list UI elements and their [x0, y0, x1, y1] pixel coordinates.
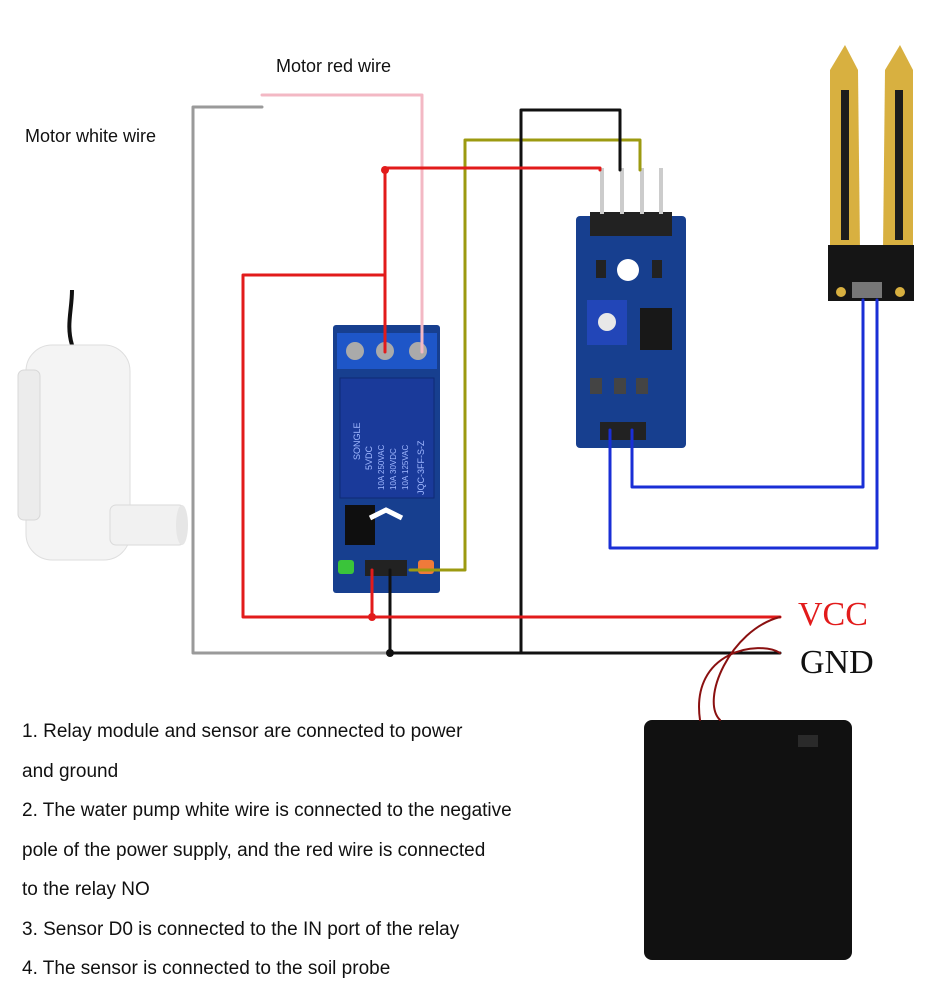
relay-voltage-text: 5VDC — [364, 445, 374, 470]
pink-wire — [260, 93, 424, 354]
black-wire-sensor — [519, 108, 622, 655]
junction-gnd — [386, 649, 394, 657]
note-line: 1. Relay module and sensor are connected… — [22, 721, 463, 742]
blue-wire-2 — [630, 298, 865, 489]
junction-red — [381, 166, 389, 174]
note-line: and ground — [22, 760, 119, 782]
gnd-label: GND — [800, 644, 874, 681]
relay-spec2-text: 10A 30VDC — [389, 448, 398, 490]
junction-vcc — [368, 613, 376, 621]
soil-probe — [828, 45, 914, 301]
black-wire-gnd — [388, 568, 782, 655]
motor-white-wire-label: Motor white wire — [25, 126, 157, 146]
instruction-notes: 1. Relay module and sensor are connected… — [22, 712, 622, 989]
red-wire-sensor — [383, 166, 602, 354]
relay-module — [333, 325, 440, 593]
relay-spec1-text: 10A 250VAC — [377, 445, 386, 490]
battery-box — [644, 720, 852, 960]
note-line: 2. The water pump white wire is connecte… — [22, 800, 512, 821]
note-line: to the relay NO — [22, 879, 150, 900]
relay-brand-text: SONGLE — [352, 422, 362, 460]
note-line: pole of the power supply, and the red wi… — [22, 839, 486, 861]
yellow-wire — [408, 138, 642, 572]
battery-leads — [698, 616, 781, 721]
motor-red-wire-label: Motor red wire — [276, 56, 392, 76]
red-wire-vcc — [241, 218, 782, 619]
note-line: 4. The sensor is connected to the soil p… — [22, 958, 391, 979]
relay-model-text: JQC-3FF-S-Z — [416, 440, 426, 495]
note-line: 3. Sensor D0 is connected to the IN port… — [22, 918, 460, 940]
sensor-module — [576, 168, 686, 448]
water-pump — [17, 289, 188, 561]
white-wire — [191, 105, 392, 655]
vcc-label: VCC — [798, 596, 868, 633]
relay-spec3-text: 10A 125VAC — [401, 445, 410, 490]
blue-wire-1 — [608, 298, 879, 550]
